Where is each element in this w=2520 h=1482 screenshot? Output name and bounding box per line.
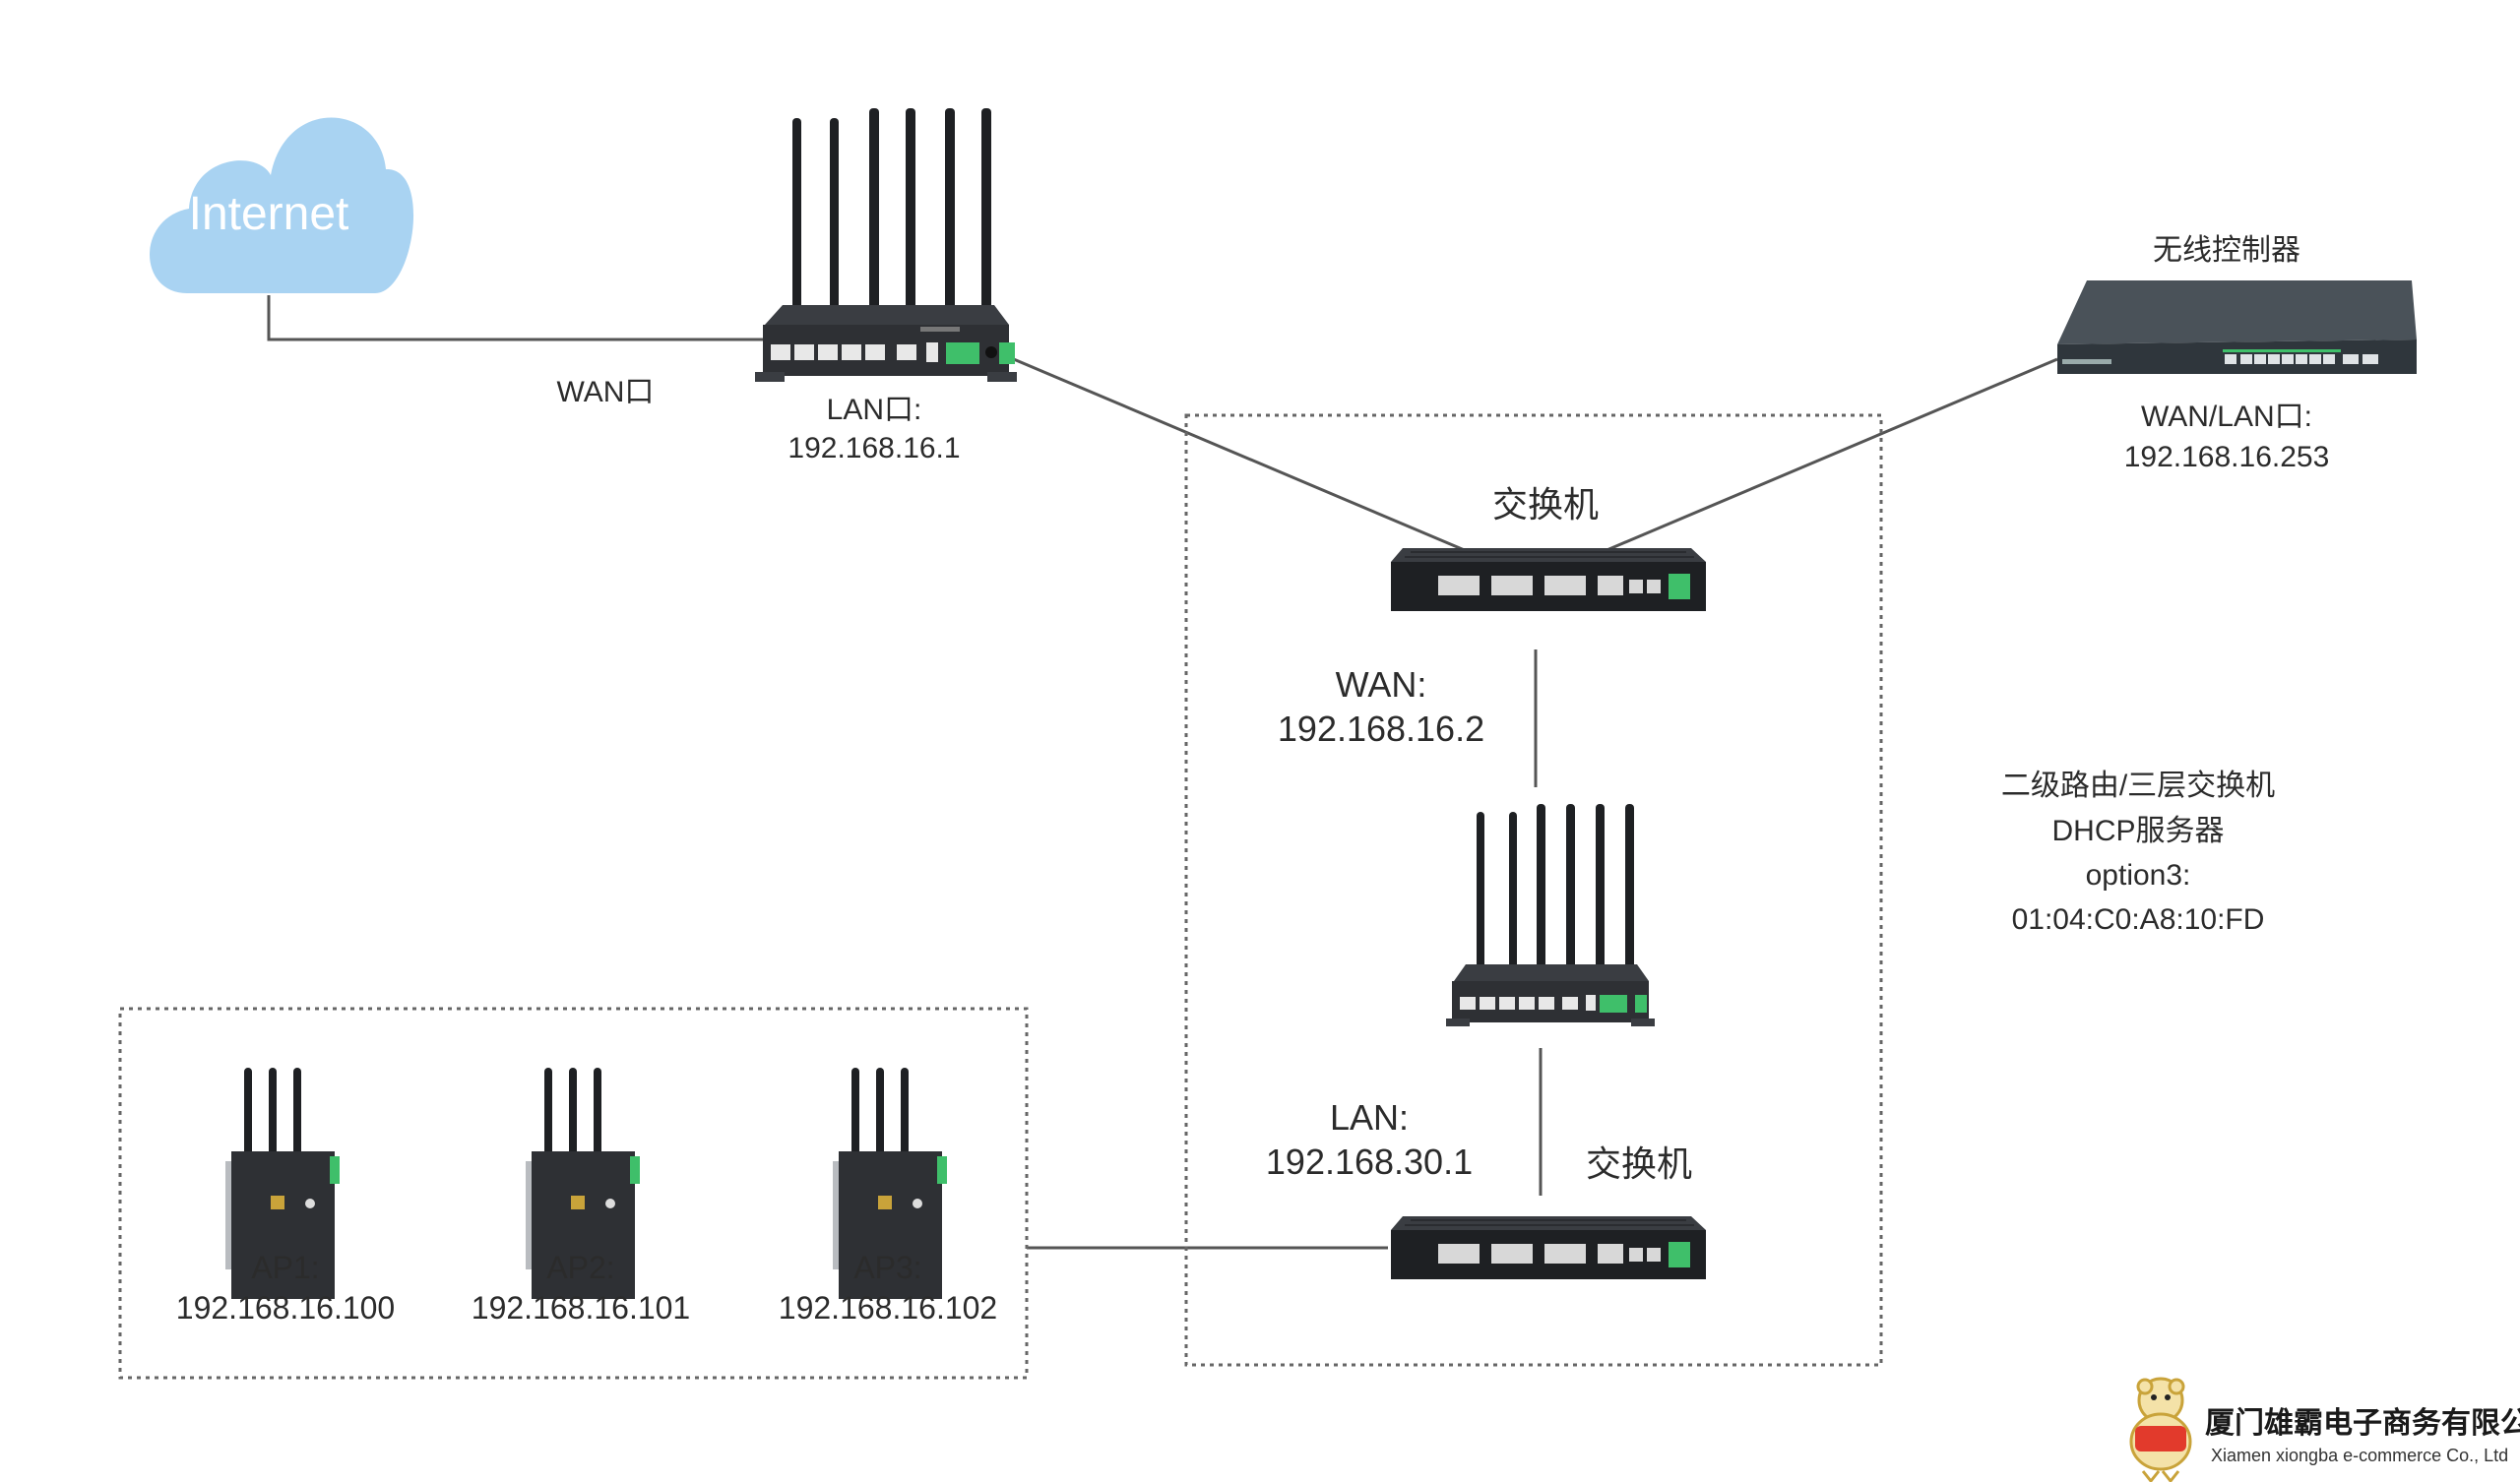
- core-network-dashed-box: [1184, 413, 1883, 1367]
- secondary-lan-label: LAN:: [1329, 1097, 1410, 1138]
- company-name-en: Xiamen xiongba e-commerce Co., Ltd: [2211, 1446, 2509, 1465]
- ap3-label: AP3:: [853, 1250, 922, 1285]
- router-lan-label: LAN口:: [826, 394, 922, 426]
- router-lan-ip: 192.168.16.1: [788, 432, 961, 464]
- controller-ip: 192.168.16.253: [2123, 441, 2330, 473]
- ap1-ip: 192.168.16.100: [175, 1290, 396, 1326]
- dhcp-note-line3: option3:: [2085, 859, 2191, 892]
- secondary-lan-ip: 192.168.30.1: [1265, 1142, 1474, 1182]
- internet-label: Internet: [188, 188, 349, 240]
- top-switch-icon: [1391, 548, 1706, 611]
- line-router-to-top-switch: [1008, 355, 1468, 553]
- access-point-3-icon: [833, 1068, 947, 1299]
- secondary-router-icon: [1446, 804, 1655, 1026]
- main-router-icon: [755, 108, 1017, 382]
- secondary-wan-ip: 192.168.16.2: [1277, 709, 1485, 749]
- access-point-2-icon: [526, 1068, 640, 1299]
- wireless-controller-icon: [2057, 280, 2417, 374]
- top-switch-label: 交换机: [1491, 484, 1600, 525]
- ap2-label: AP2:: [546, 1250, 615, 1285]
- access-points-dashed-box: [118, 1007, 1029, 1380]
- company-name-cn: 厦门雄霸电子商务有限公司: [2205, 1406, 2520, 1441]
- ap2-ip: 192.168.16.101: [471, 1290, 691, 1326]
- controller-port-label: WAN/LAN口:: [2141, 401, 2312, 433]
- secondary-wan-label: WAN:: [1335, 664, 1427, 705]
- bottom-switch-icon: [1391, 1216, 1706, 1279]
- controller-title: 无线控制器: [2153, 234, 2300, 267]
- ap3-ip: 192.168.16.102: [778, 1290, 998, 1326]
- internet-cloud-icon: [150, 117, 414, 294]
- company-mascot-logo-icon: [2129, 1377, 2192, 1482]
- access-point-1-icon: [225, 1068, 340, 1299]
- router-wan-label: WAN口: [556, 376, 655, 408]
- line-internet-to-router: [267, 295, 763, 341]
- ap1-label: AP1:: [251, 1250, 320, 1285]
- dhcp-note-line2: DHCP服务器: [2051, 815, 2225, 847]
- dhcp-note-line4: 01:04:C0:A8:10:FD: [2011, 903, 2265, 936]
- connection-lines: [267, 295, 2058, 1250]
- line-top-switch-to-controller: [1604, 357, 2058, 553]
- bottom-switch-label: 交换机: [1585, 1143, 1693, 1184]
- dhcp-note-line1: 二级路由/三层交换机: [2000, 770, 2276, 802]
